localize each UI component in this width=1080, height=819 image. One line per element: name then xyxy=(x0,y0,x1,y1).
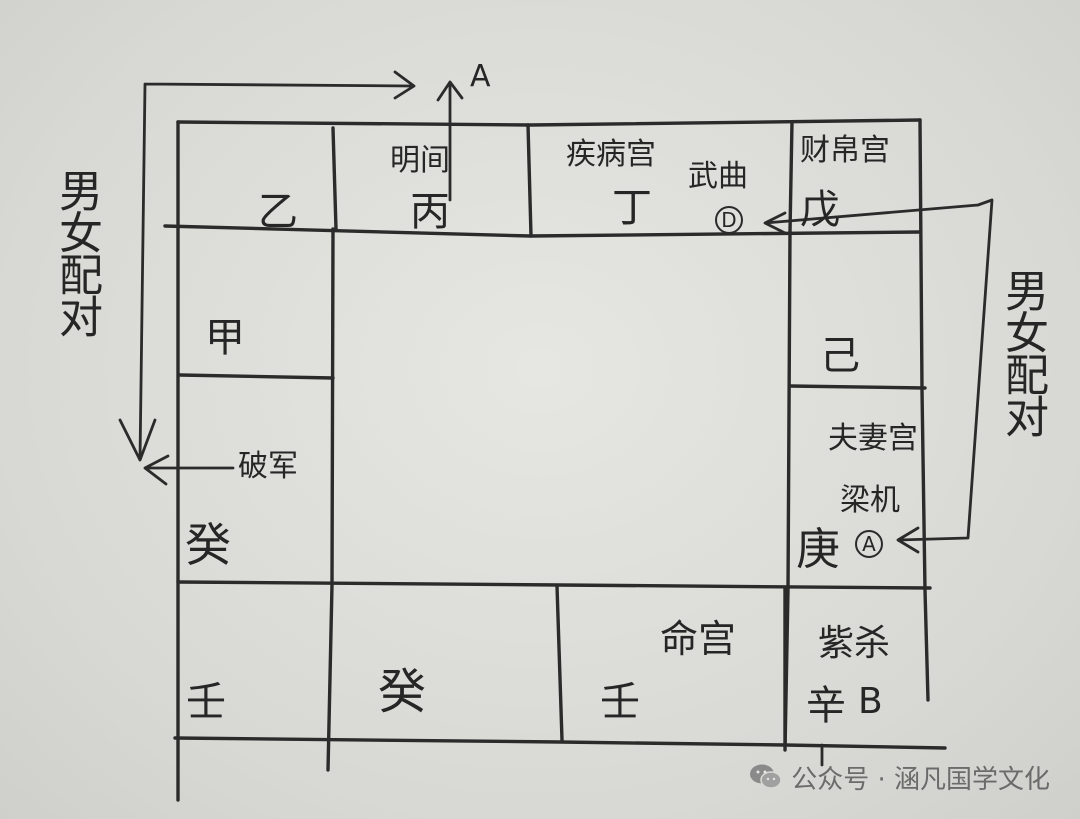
cell-top-3-palace: 疾病宫 xyxy=(566,137,656,172)
watermark: 公众号 · 涵凡国学文化 xyxy=(749,760,1050,795)
top-divider-1 xyxy=(331,126,338,231)
cell-top-4-stem: 戊 xyxy=(800,187,840,233)
watermark-text: 公众号 · 涵凡国学文化 xyxy=(791,764,1050,795)
bottom-divider-1 xyxy=(555,584,564,742)
cell-right-1-stem: 己 xyxy=(820,333,860,379)
cell-bottom-4-star: 紫杀 xyxy=(818,623,891,664)
cell-top-2-stem: 丙 xyxy=(410,189,450,235)
cell-right-2-star: 梁机 xyxy=(840,483,900,518)
left-side-label: 男女配对 xyxy=(51,168,102,336)
cell-left-1-stem: 甲 xyxy=(205,315,245,361)
top-arrow-label: A xyxy=(470,59,491,94)
cell-right-2-stem: 庚 xyxy=(796,524,840,575)
cell-bottom-3-palace: 命宫 xyxy=(660,617,737,661)
cell-top-2-palace: 明间 xyxy=(390,143,450,178)
marker-b: B xyxy=(858,681,883,722)
cell-bottom-4-stem: 辛 xyxy=(806,683,846,729)
right-side-label: 男女配对 xyxy=(997,268,1048,436)
cell-left-2-stem: 癸 xyxy=(185,518,231,572)
marker-a: A xyxy=(855,530,883,558)
cell-top-3-stem: 丁 xyxy=(612,185,652,231)
up-arrow xyxy=(436,80,464,202)
cell-right-2-palace: 夫妻宫 xyxy=(828,421,918,456)
top-divider-2 xyxy=(526,123,533,238)
cell-bottom-3-stem: 壬 xyxy=(600,679,640,725)
left-col-split xyxy=(178,373,335,380)
right-col-split xyxy=(788,384,927,390)
grid-top-line xyxy=(176,118,922,127)
left-arrow-label: 破军 xyxy=(238,449,298,484)
cell-top-1-stem: 乙 xyxy=(258,189,298,235)
top-divider-3 xyxy=(788,120,794,234)
cell-top-4-palace: 财帛宫 xyxy=(800,133,890,168)
cell-bottom-1-stem: 壬 xyxy=(186,679,226,725)
wechat-icon xyxy=(749,763,783,791)
right-bracket-arrow xyxy=(763,198,994,554)
left-l-arrow xyxy=(118,70,416,462)
marker-d: D xyxy=(715,206,743,234)
grid-right-line xyxy=(918,118,930,702)
bottom-row-divider xyxy=(176,580,932,590)
cell-bottom-2-stem: 癸 xyxy=(378,664,427,720)
cell-top-3-star: 武曲 xyxy=(688,159,748,194)
left-col-edge xyxy=(326,227,335,772)
grid-bottom-line xyxy=(173,736,947,750)
left-pointer-arrow xyxy=(143,454,235,486)
